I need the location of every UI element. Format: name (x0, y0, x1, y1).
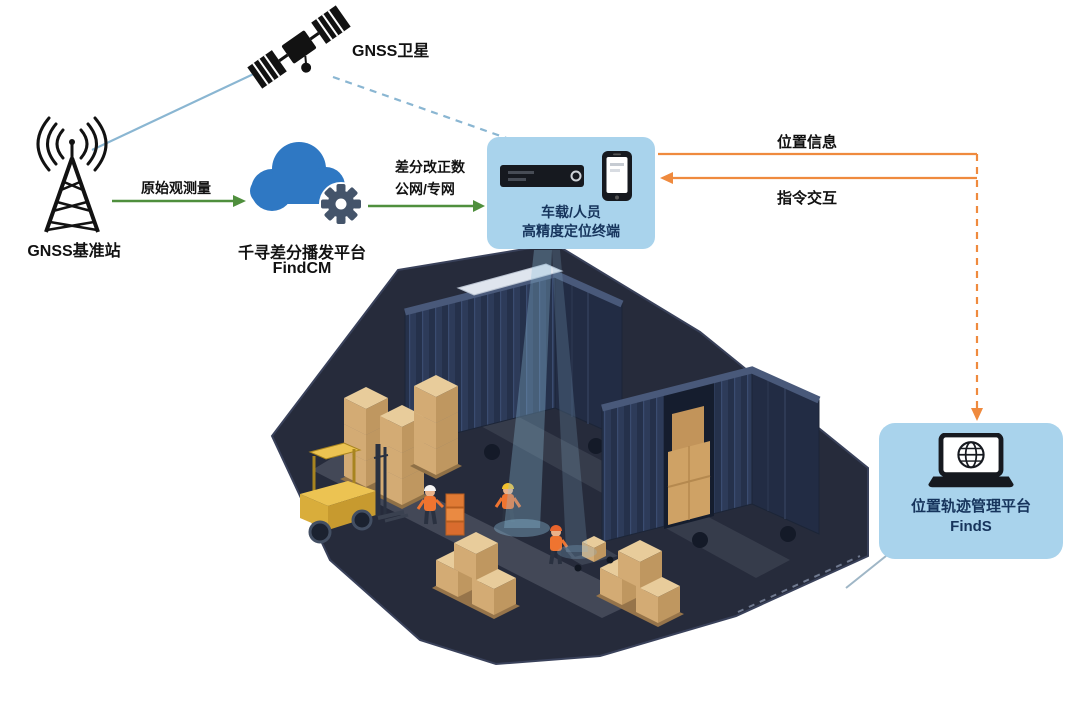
satellite-base-link (91, 69, 263, 151)
position-info-line (658, 152, 983, 421)
satellite-terminal-link (332, 75, 513, 142)
raw-observation-label: 原始观测量 (141, 180, 211, 196)
pallet-boxes-right (596, 540, 684, 627)
signal-waves-right-icon (79, 116, 108, 172)
base-station-icon (36, 116, 108, 233)
worker-1 (416, 485, 465, 536)
signal-waves-left-icon (36, 116, 65, 172)
management-product: FindS (950, 518, 992, 536)
raw-observation-arrow (112, 195, 246, 207)
command-line (660, 172, 977, 184)
cloud-platform-name: 千寻差分播发平台 (237, 245, 366, 262)
terminal-label-line1: 车载/人员 (541, 204, 601, 220)
cloud-platform-product: FindCM (272, 260, 332, 277)
worker-2 (494, 483, 522, 523)
yard-marking (737, 555, 861, 613)
terminal-label-line2: 高精度定位终端 (522, 222, 620, 239)
container-2 (601, 366, 821, 562)
positioning-beam (494, 250, 597, 559)
cloud-icon (250, 142, 363, 226)
satellite-label: GNSS卫星 (352, 43, 430, 60)
phone-icon (602, 151, 632, 201)
correction-label-line1: 差分改正数 (395, 159, 465, 175)
management-panel: 位置轨迹管理平台 FindS (879, 423, 1063, 559)
management-name: 位置轨迹管理平台 (910, 498, 1031, 515)
terminal-panel: 车载/人员 高精度定位终端 (487, 137, 655, 249)
laptop-icon (928, 433, 1014, 488)
position-info-label: 位置信息 (776, 134, 837, 151)
globe-icon (957, 441, 985, 469)
warehouse-illustration (270, 242, 869, 666)
platform-connector-line (845, 555, 887, 589)
command-label: 指令交互 (776, 190, 837, 207)
gear-icon (321, 184, 361, 224)
terminal-device-icon (500, 151, 632, 201)
forklift (300, 442, 409, 544)
box-stack-single (410, 375, 462, 479)
base-station-label: GNSS基准站 (27, 243, 121, 260)
correction-arrow (368, 200, 485, 212)
pallet-boxes-center (432, 532, 520, 619)
correction-label-line2: 公网/专网 (395, 181, 455, 197)
container-roof-panel (456, 263, 564, 296)
worker-3-pallet-jack (549, 525, 618, 572)
satellite-icon (247, 5, 351, 89)
